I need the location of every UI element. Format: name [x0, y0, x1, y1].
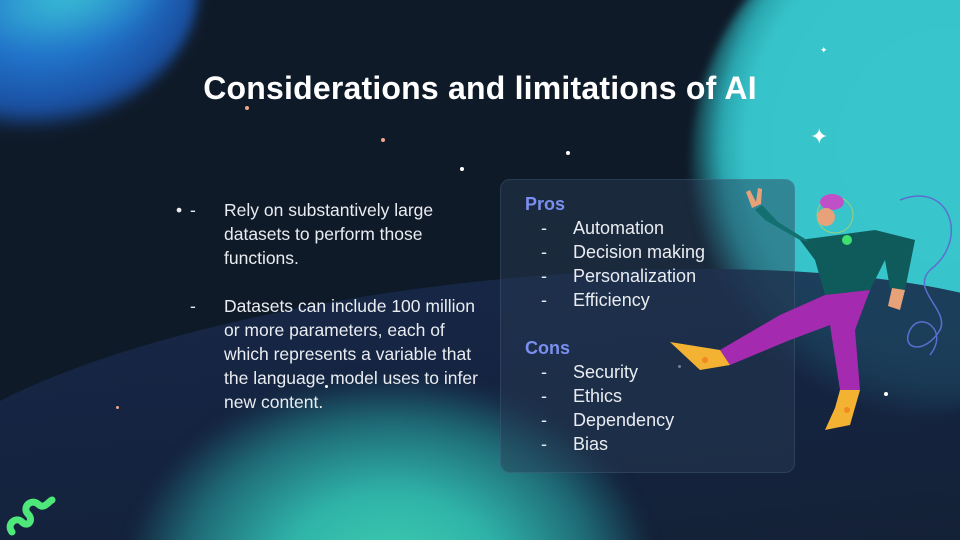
star-icon — [245, 106, 249, 110]
cons-item-label: Ethics — [573, 386, 623, 406]
pros-item-label: Personalization — [573, 266, 697, 286]
star-icon — [678, 365, 681, 368]
cons-item-label: Security — [573, 362, 639, 382]
cons-item: - Security — [525, 360, 705, 384]
star-icon — [566, 151, 570, 155]
star-icon — [116, 406, 119, 409]
dash: - — [541, 218, 547, 238]
pros-item-label: Efficiency — [573, 290, 650, 310]
sparkle-icon: ✦ — [820, 45, 828, 55]
star-icon — [381, 138, 385, 142]
dash: - — [541, 362, 547, 382]
dash: - — [541, 410, 547, 430]
pros-heading: Pros — [525, 194, 566, 214]
cons-heading: Cons — [525, 338, 570, 358]
star-icon — [325, 385, 328, 388]
bullet-text: Datasets can include 100 million or more… — [224, 296, 478, 412]
bullet-text: Rely on substantively large datasets to … — [224, 200, 434, 268]
star-icon — [884, 392, 888, 396]
bullet-item: • - Rely on substantively large datasets… — [176, 198, 478, 270]
bullet-dash: - — [190, 296, 196, 316]
cons-item: - Bias — [525, 432, 705, 456]
dash: - — [541, 386, 547, 406]
pros-cons-panel — [500, 179, 795, 473]
dash: - — [541, 266, 547, 286]
pros-item: - Personalization — [525, 264, 705, 288]
pros-item: - Efficiency — [525, 288, 705, 312]
astronaut-illustration — [670, 188, 952, 430]
pros-item: - Decision making — [525, 240, 705, 264]
pros-cons-content: Pros - Automation - Decision making - Perso… — [525, 192, 705, 456]
cons-item-label: Bias — [573, 434, 609, 454]
sparkle-icon: ✦ — [810, 124, 829, 149]
cons-item: - Ethics — [525, 384, 705, 408]
bullet-dash: - — [190, 200, 196, 220]
cons-item-label: Dependency — [573, 410, 675, 430]
bullet-item: - Datasets can include 100 million or mo… — [178, 294, 478, 414]
pros-item-label: Decision making — [573, 242, 706, 262]
slide-title: Considerations and limitations of AI — [203, 70, 757, 106]
brand-logo-icon — [6, 496, 56, 536]
pros-item: - Automation — [525, 216, 705, 240]
dash: - — [541, 290, 547, 310]
dash: - — [541, 434, 547, 454]
bullet-dot: • — [176, 200, 183, 220]
left-bullet-list: • - Rely on substantively large datasets… — [176, 198, 478, 438]
dash: - — [541, 242, 547, 262]
pros-item-label: Automation — [573, 218, 665, 238]
cons-item: - Dependency — [525, 408, 705, 432]
star-icon — [460, 167, 464, 171]
